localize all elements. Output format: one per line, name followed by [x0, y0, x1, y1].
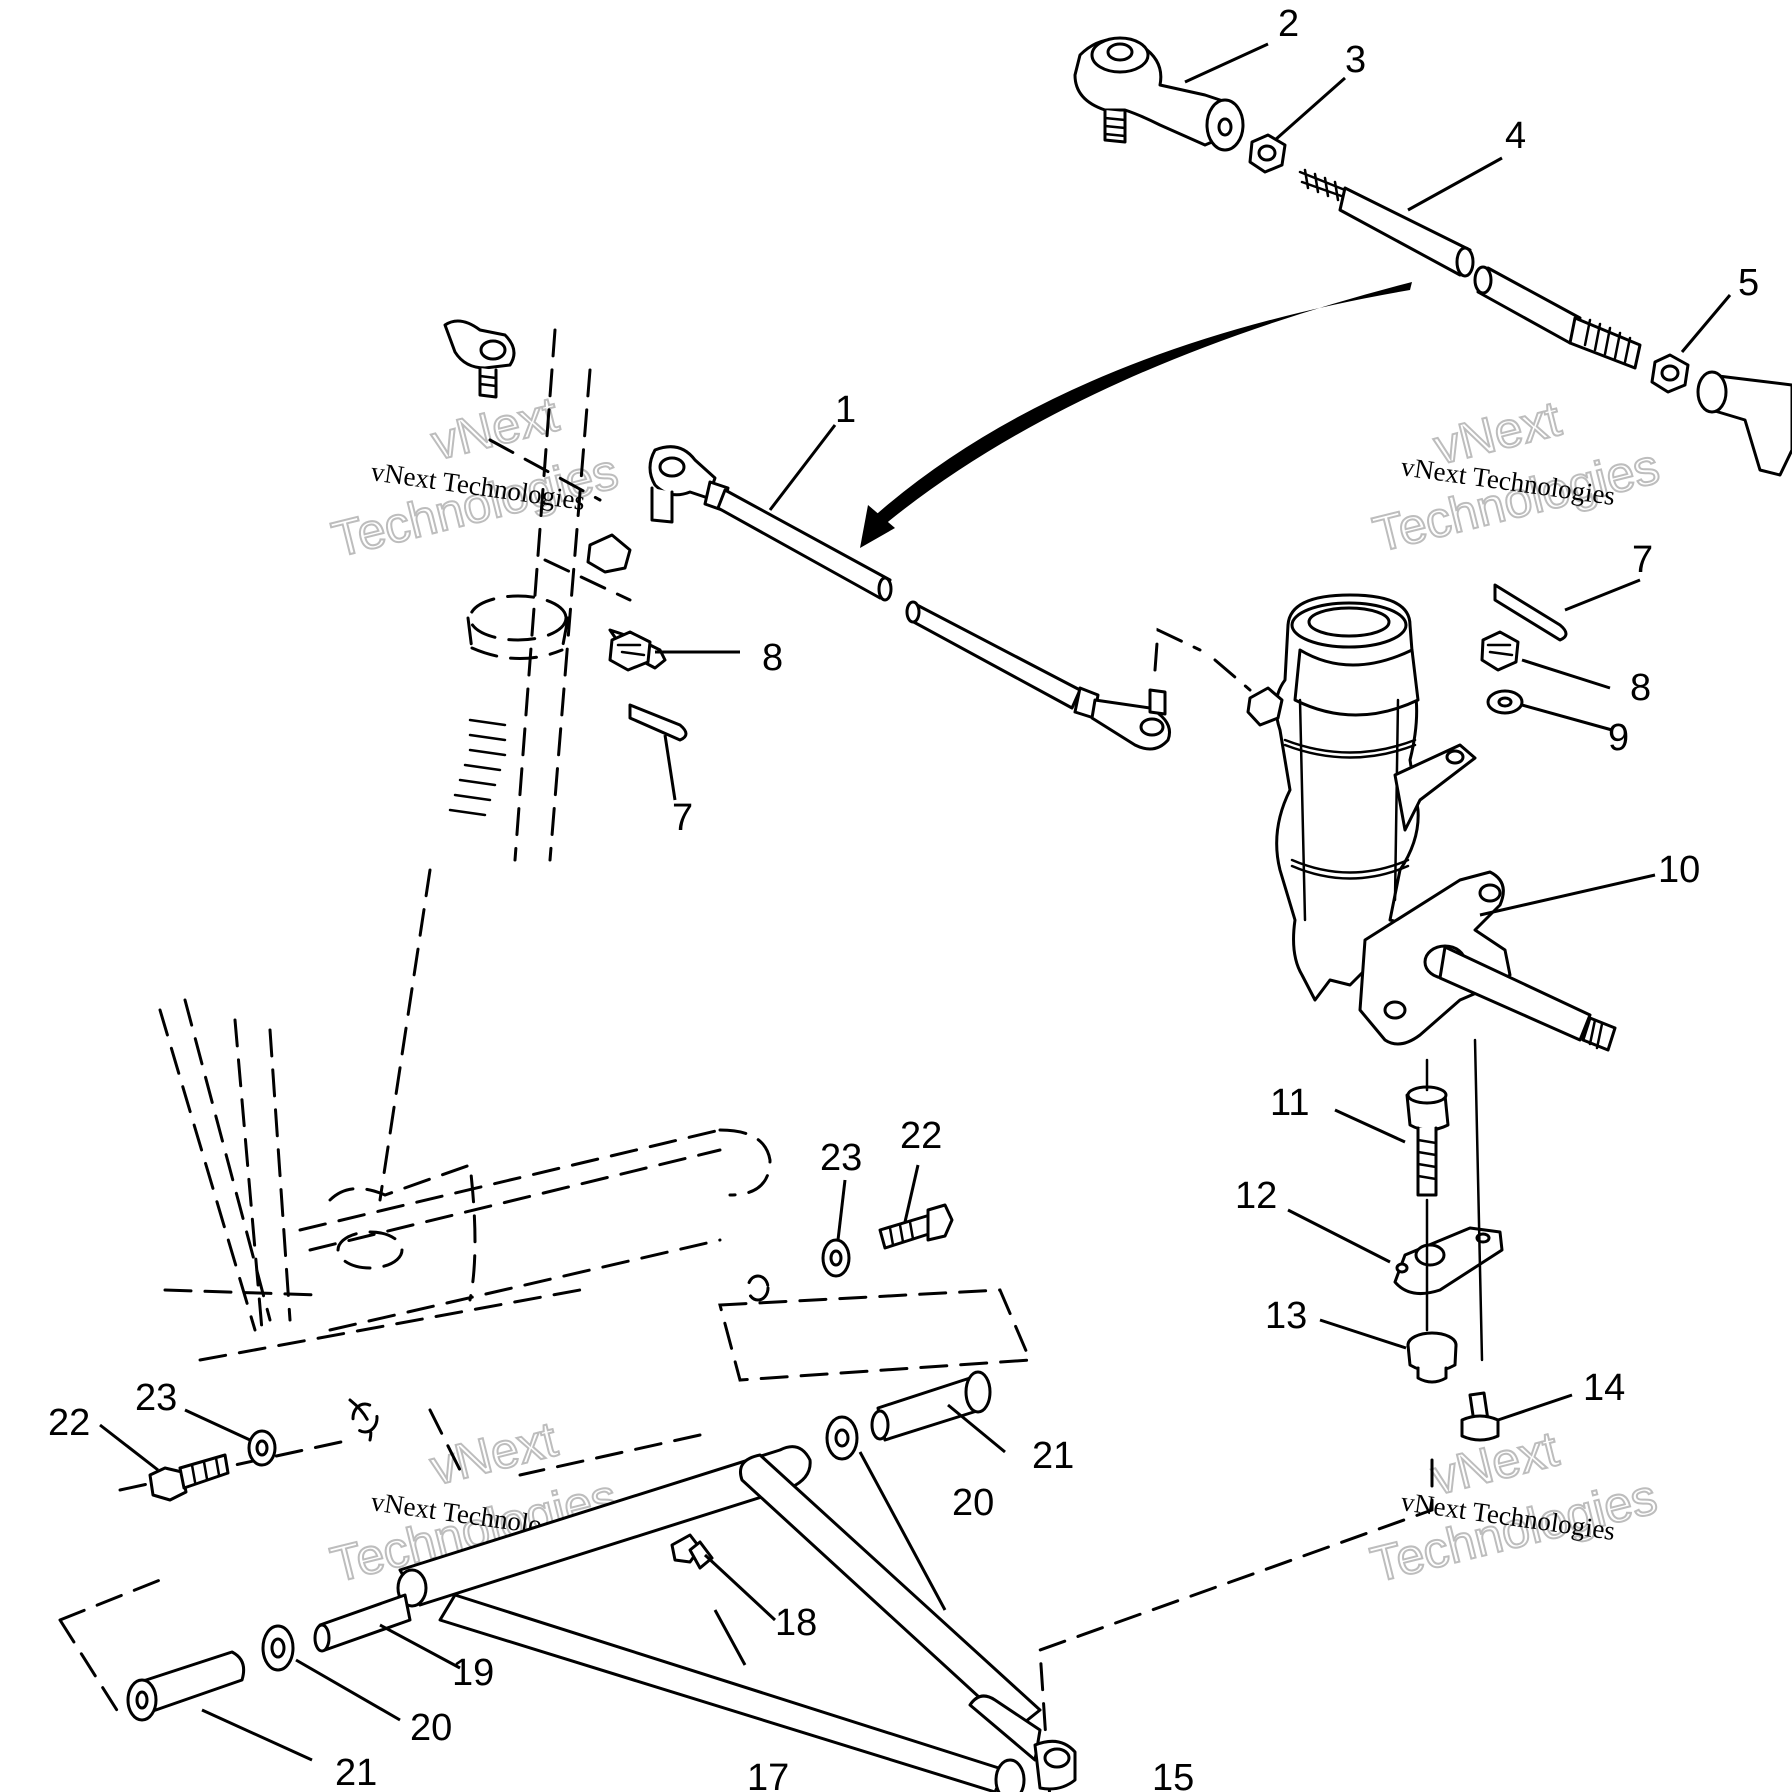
tie-rod-4 — [1298, 168, 1642, 370]
assembly-arrow — [860, 282, 1412, 548]
jam-nut-5 — [1650, 353, 1690, 394]
callout-20-left: 20 — [410, 1707, 452, 1749]
callout-23-left: 23 — [135, 1377, 177, 1419]
callout-12: 12 — [1235, 1175, 1277, 1217]
washer-9 — [1486, 689, 1524, 715]
callout-10: 10 — [1658, 849, 1700, 891]
washer-23-left — [247, 1429, 277, 1467]
bushing-21-right — [870, 1370, 992, 1442]
callout-5: 5 — [1738, 262, 1759, 304]
tie-rod-end-right-partial — [1696, 370, 1792, 477]
callout-17: 17 — [747, 1757, 789, 1792]
callout-3: 3 — [1345, 39, 1366, 81]
a-arm-17 — [396, 1445, 1077, 1792]
washer-20-right — [825, 1415, 859, 1461]
callout-4: 4 — [1505, 115, 1526, 157]
callout-20-right: 20 — [952, 1482, 994, 1524]
callout-13: 13 — [1265, 1295, 1307, 1337]
tie-rod-assembly-1 — [648, 445, 1171, 751]
bolt-22-top — [878, 1203, 954, 1250]
callout-8-left: 8 — [762, 637, 783, 679]
callout-21-left: 21 — [335, 1752, 377, 1792]
callout-14: 14 — [1583, 1367, 1625, 1409]
castle-nut-8-left — [608, 630, 652, 672]
bushing-19 — [313, 1593, 412, 1653]
callout-11: 11 — [1270, 1082, 1309, 1124]
cotter-pin-7-right — [1493, 583, 1568, 642]
callout-7-left: 7 — [672, 797, 693, 839]
plate-12 — [1393, 1226, 1504, 1296]
callout-22-top: 22 — [900, 1115, 942, 1157]
callout-15: 15 — [1152, 1757, 1194, 1792]
callout-8-right: 8 — [1630, 667, 1651, 709]
leader-lines — [99, 42, 1732, 1762]
spindle-knuckle-10 — [1153, 593, 1617, 1052]
watermark-line1: vNext — [425, 1411, 563, 1496]
callout-19: 19 — [452, 1652, 494, 1694]
watermark-bottom-right: vNext Technologies — [1364, 1420, 1663, 1595]
castle-nut-8-right — [1480, 630, 1520, 672]
centerline-ball-joint — [1425, 1038, 1484, 1362]
bushing-21-left — [126, 1650, 246, 1722]
bushing-13 — [1406, 1331, 1458, 1384]
frame-dashed — [58, 998, 1033, 1717]
bolt-14 — [1460, 1391, 1500, 1442]
tie-rod-end-outer — [1073, 36, 1245, 152]
bolt-22-left — [148, 1453, 230, 1502]
centerline-a-arm — [1038, 1458, 1434, 1792]
callout-23-top: 23 — [820, 1137, 862, 1179]
washer-23-top — [821, 1238, 851, 1278]
watermark-line1: vNext — [426, 386, 564, 471]
callout-22-left: 22 — [48, 1402, 90, 1444]
grease-fitting-18 — [670, 1533, 714, 1570]
callout-2: 2 — [1278, 3, 1299, 45]
cotter-pin-7-left — [628, 703, 688, 742]
jam-nut-3 — [1248, 133, 1287, 174]
callout-18: 18 — [775, 1602, 817, 1644]
callout-7-right: 7 — [1632, 539, 1653, 581]
bolt-11 — [1405, 1085, 1450, 1197]
steering-post — [378, 319, 667, 1202]
washer-20-left — [261, 1624, 295, 1672]
callout-1: 1 — [835, 389, 856, 431]
callout-21-right: 21 — [1032, 1435, 1074, 1477]
callout-labels: 1 2 3 4 5 7 8 7 8 9 10 11 12 13 14 15 17… — [48, 3, 1759, 1792]
callout-9: 9 — [1608, 717, 1629, 759]
